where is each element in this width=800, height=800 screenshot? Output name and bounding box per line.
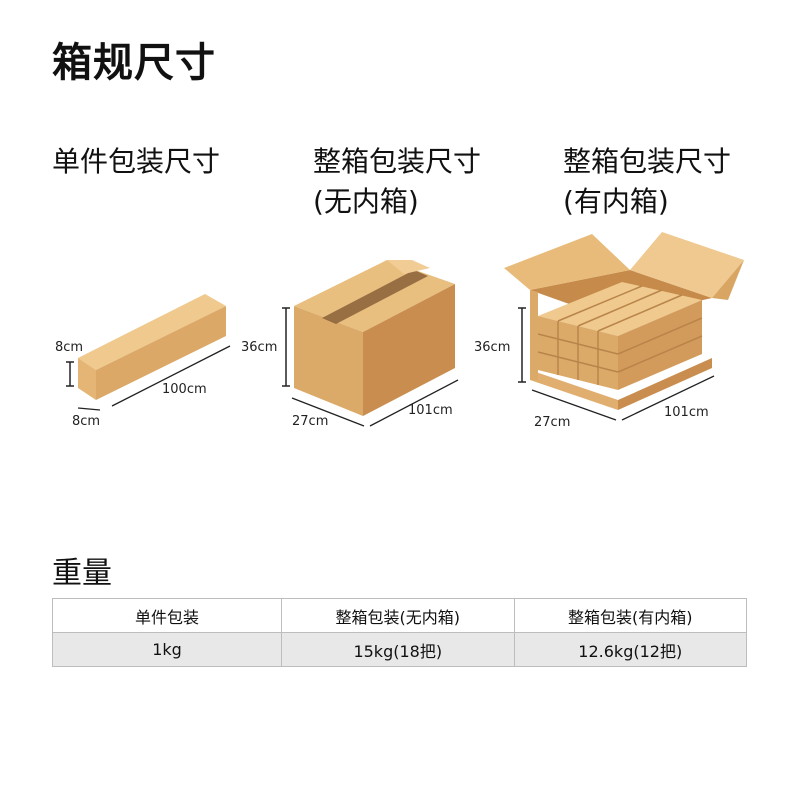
- box-inner-title-line2: (有内箱): [563, 185, 669, 218]
- weight-header-single: 单件包装: [51, 598, 283, 633]
- single-height-label: 8cm: [55, 340, 83, 355]
- box-illustrations: 8cm 8cm 100cm 36cm 27cm 101cm: [0, 220, 800, 450]
- box-no-inner-illustration: [282, 260, 459, 427]
- weight-header-box-inner: 整箱包装(有内箱): [513, 598, 747, 633]
- box-no-inner-width-label: 27cm: [292, 414, 328, 429]
- weight-value-single: 1kg: [51, 632, 283, 667]
- box-inner-title-line1: 整箱包装尺寸: [563, 145, 732, 178]
- single-length-label: 100cm: [162, 382, 207, 397]
- single-package-title-line1: 单件包装尺寸: [52, 145, 221, 178]
- weight-table-header-row: 单件包装 整箱包装(无内箱) 整箱包装(有内箱): [51, 598, 747, 633]
- weight-value-box-inner: 12.6kg(12把): [513, 632, 747, 667]
- weight-table: 单件包装 整箱包装(无内箱) 整箱包装(有内箱) 1kg 15kg(18把) 1…: [51, 598, 747, 667]
- weight-section-title: 重量: [52, 556, 112, 591]
- box-no-inner-title-line2: (无内箱): [313, 185, 419, 218]
- box-no-inner-length-label: 101cm: [408, 403, 453, 418]
- box-no-inner-title-line1: 整箱包装尺寸: [313, 145, 482, 178]
- box-no-inner-height-label: 36cm: [241, 340, 277, 355]
- weight-table-value-row: 1kg 15kg(18把) 12.6kg(12把): [51, 632, 747, 667]
- single-package-title: 单件包装尺寸: [52, 142, 220, 182]
- weight-value-box-no-inner: 15kg(18把): [281, 632, 515, 667]
- single-width-label: 8cm: [72, 414, 100, 429]
- weight-header-box-no-inner: 整箱包装(无内箱): [281, 598, 515, 633]
- box-no-inner-title: 整箱包装尺寸 (无内箱): [313, 142, 481, 222]
- single-package-illustration: [66, 294, 231, 411]
- box-inner-width-label: 27cm: [534, 415, 570, 430]
- box-illustrations-svg: 8cm 8cm 100cm 36cm 27cm 101cm: [55, 232, 744, 430]
- box-inner-illustration: [504, 232, 744, 421]
- page-title: 箱规尺寸: [52, 40, 216, 86]
- box-inner-length-label: 101cm: [664, 405, 709, 420]
- box-inner-title: 整箱包装尺寸 (有内箱): [563, 142, 731, 222]
- box-inner-height-label: 36cm: [474, 340, 510, 355]
